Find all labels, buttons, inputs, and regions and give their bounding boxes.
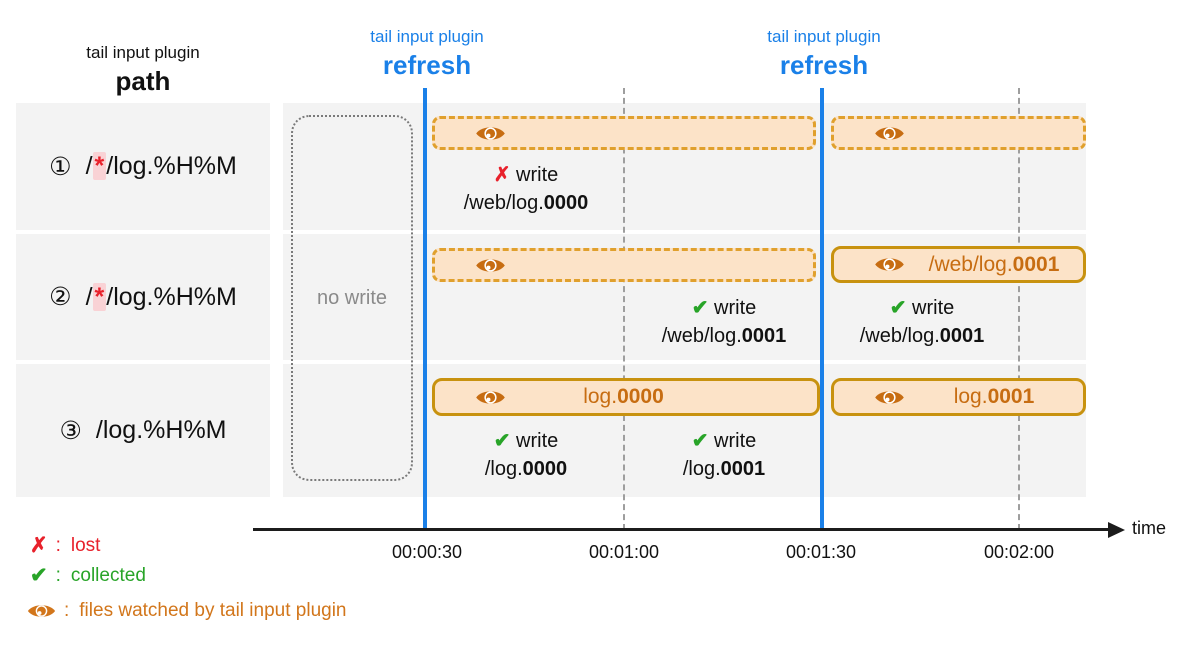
collected-mark: ✔ [889,297,907,319]
legend-separator: : [55,534,61,556]
collected-mark: ✔ [691,297,709,319]
refresh-label-2-title: refresh [779,50,869,81]
legend-watched-label: files watched by tail input plugin [79,600,347,621]
eye-icon [875,126,904,140]
row3-watch-bar-1: log.0000 [432,378,820,416]
eye-icon [476,258,505,272]
watched-file-name: log.0000 [583,385,664,408]
legend-separator: : [64,600,70,621]
legend-separator: : [55,564,61,586]
eye-icon [476,126,505,140]
row3-path-label: ③ /log.%H%M [16,364,270,497]
row1-watch-bar-1 [432,116,816,150]
path-column-header: tail input plugin path [16,42,270,98]
row1-path-label: ① /*/log.%H%M [16,103,270,230]
legend-lost: ✗ : lost [30,533,100,558]
legend-lost-label: lost [70,534,101,556]
tick-00-01-30: 00:01:30 [785,542,857,562]
eye-icon [27,605,56,617]
row2-watch-bar-2: /web/log.0001 [831,246,1086,283]
row2-write-annotation-2: ✔ write /web/log.0001 [859,297,985,347]
row1-watch-bar-2 [831,116,1086,150]
eye-icon [476,390,505,404]
row2-watch-bar-1 [432,248,816,282]
watched-file-name: /web/log.0001 [928,252,1060,276]
row1-number: ① [49,152,72,181]
no-write-label: no write [316,286,388,309]
path-header-subtitle: tail input plugin [86,43,200,62]
row3-watch-bar-2: log.0001 [831,378,1086,416]
lost-mark: ✗ [493,164,511,186]
tick-00-00-30: 00:00:30 [391,542,463,562]
path-header-title: path [115,66,171,97]
refresh-line-1 [423,88,427,530]
eye-icon [875,258,904,271]
refresh-label-2: tail input plugin refresh [704,26,944,82]
legend-watched: : files watched by tail input plugin [27,600,347,622]
no-write-box: no write [291,115,413,481]
time-axis-label: time [1132,518,1167,538]
row3-write-annotation-2: ✔ write /log.0001 [682,430,766,480]
check-mark-icon: ✔ [30,564,48,587]
collected-mark: ✔ [691,430,709,452]
wildcard-highlight: * [92,282,107,311]
time-axis [253,528,1111,531]
row1-path: /*/log.%H%M [85,152,237,180]
watched-file-name: log.0001 [953,385,1035,408]
row2-path-label: ② /*/log.%H%M [16,234,270,360]
refresh-label-1: tail input plugin refresh [307,26,547,82]
refresh-label-1-title: refresh [382,50,472,81]
gridline-00-01-00 [623,88,625,530]
row3-write-annotation-1: ✔ write /log.0000 [484,430,568,480]
refresh-label-1-subtitle: tail input plugin [370,27,484,46]
tick-00-01-00: 00:01:00 [588,542,660,562]
wildcard-highlight: * [92,152,107,180]
refresh-label-2-subtitle: tail input plugin [767,27,881,46]
legend-collected-label: collected [70,564,146,586]
row3-path: /log.%H%M [95,416,227,444]
row2-path: /*/log.%H%M [85,282,237,311]
time-axis-arrow [1108,521,1125,538]
refresh-line-2 [820,88,824,530]
row3-number: ③ [59,416,82,445]
row2-number: ② [49,283,72,311]
tick-00-02-00: 00:02:00 [983,542,1055,562]
collected-mark: ✔ [493,430,511,452]
row2-write-annotation-1: ✔ write /web/log.0001 [661,297,787,347]
cross-mark-icon: ✗ [30,534,48,557]
row1-write-annotation: ✗ write /web/log.0000 [463,164,589,214]
legend-collected: ✔ : collected [30,563,146,588]
eye-icon [875,390,904,404]
gridline-00-02-00 [1018,88,1020,530]
